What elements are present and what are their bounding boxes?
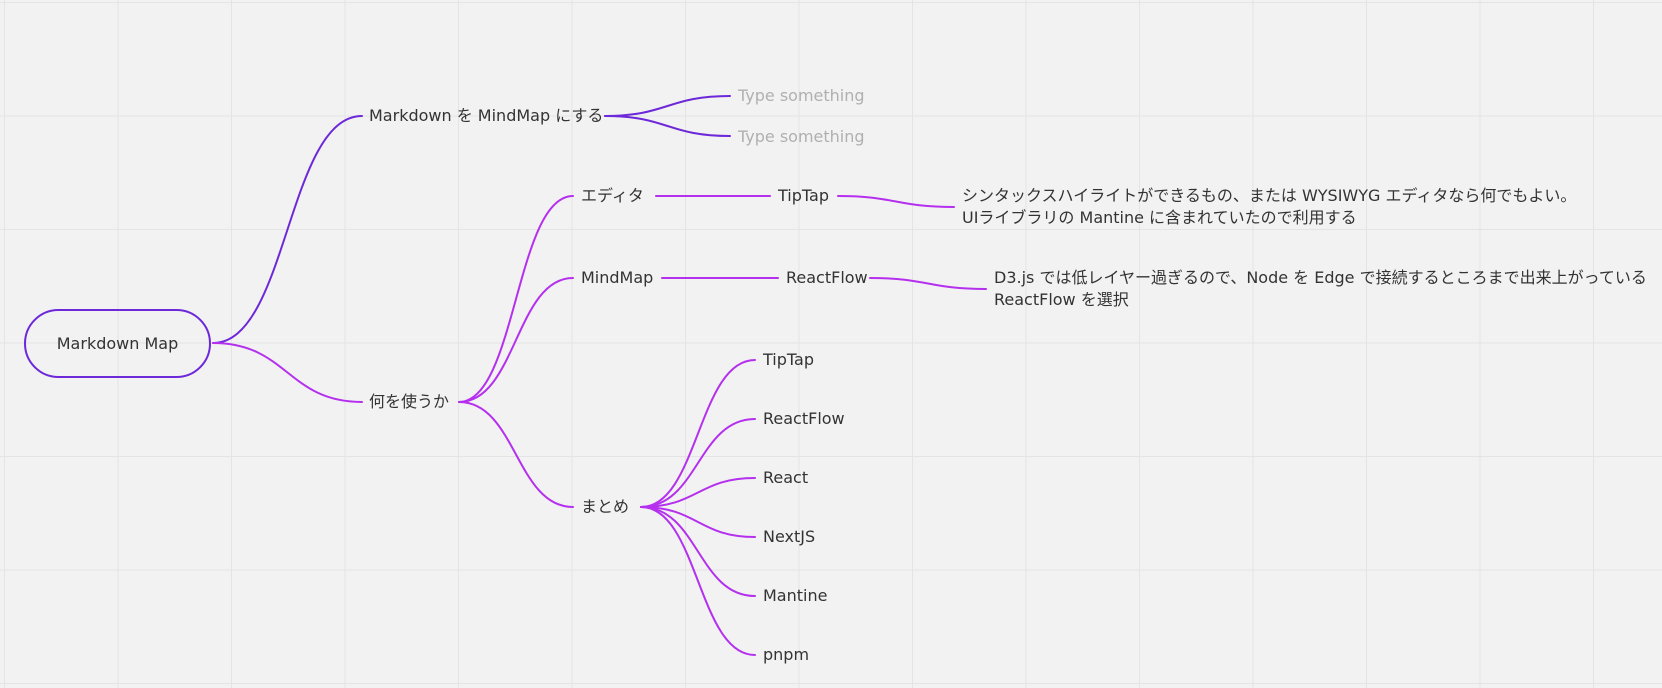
summary-item-react[interactable]: React — [763, 468, 809, 487]
edge-root-to-what — [212, 342, 363, 403]
edge-reactflow-to-note — [869, 277, 987, 290]
note-mindmap-line-2: ReactFlow を選択 — [994, 290, 1129, 309]
node-what-to-use[interactable]: 何を使うか — [369, 392, 450, 411]
edge-tiptap-to-note — [837, 195, 955, 208]
edge-what-to-summary — [458, 401, 574, 508]
root-node[interactable]: Markdown Map — [24, 309, 211, 378]
note-editor[interactable]: シンタックスハイライトができるもの、または WYSIWYG エディタなら何でもよ… — [962, 185, 1576, 229]
note-editor-line-2: UIライブラリの Mantine に含まれていたので利用する — [962, 208, 1357, 227]
node-mindmap[interactable]: MindMap — [581, 268, 654, 287]
edge-summary-to-tiptap — [640, 359, 756, 508]
edge-summary-to-react — [640, 477, 756, 508]
edge-summary-to-mantine — [640, 506, 756, 597]
summary-item-nextjs[interactable]: NextJS — [763, 527, 816, 546]
edge-markdown-to-ph1 — [604, 95, 731, 117]
note-mindmap[interactable]: D3.js では低レイヤー過ぎるので、Node を Edge で接続するところま… — [994, 267, 1647, 311]
edge-summary-to-pnpm — [640, 506, 756, 656]
node-placeholder-1[interactable]: Type something — [738, 86, 865, 105]
note-mindmap-line-1: D3.js では低レイヤー過ぎるので、Node を Edge で接続するところま… — [994, 268, 1647, 287]
node-placeholder-2[interactable]: Type something — [738, 127, 865, 146]
edge-markdown-to-ph2 — [604, 115, 731, 137]
summary-item-tiptap[interactable]: TipTap — [763, 350, 814, 369]
edge-what-to-editor — [458, 195, 574, 403]
node-editor[interactable]: エディタ — [581, 186, 644, 205]
root-node-label: Markdown Map — [56, 333, 179, 353]
node-markdown-to-mindmap[interactable]: Markdown を MindMap にする — [369, 106, 604, 125]
edge-summary-to-reactflow — [640, 418, 756, 508]
summary-item-pnpm[interactable]: pnpm — [763, 645, 810, 664]
edge-what-to-mindmap — [458, 277, 574, 403]
summary-item-reactflow[interactable]: ReactFlow — [763, 409, 845, 428]
edge-root-to-markdown — [212, 115, 363, 344]
note-editor-line-1: シンタックスハイライトができるもの、または WYSIWYG エディタなら何でもよ… — [962, 186, 1577, 205]
node-tiptap[interactable]: TipTap — [778, 186, 829, 205]
edge-summary-to-nextjs — [640, 506, 756, 538]
summary-item-mantine[interactable]: Mantine — [763, 586, 828, 605]
node-summary[interactable]: まとめ — [581, 497, 630, 516]
node-reactflow[interactable]: ReactFlow — [786, 268, 868, 287]
